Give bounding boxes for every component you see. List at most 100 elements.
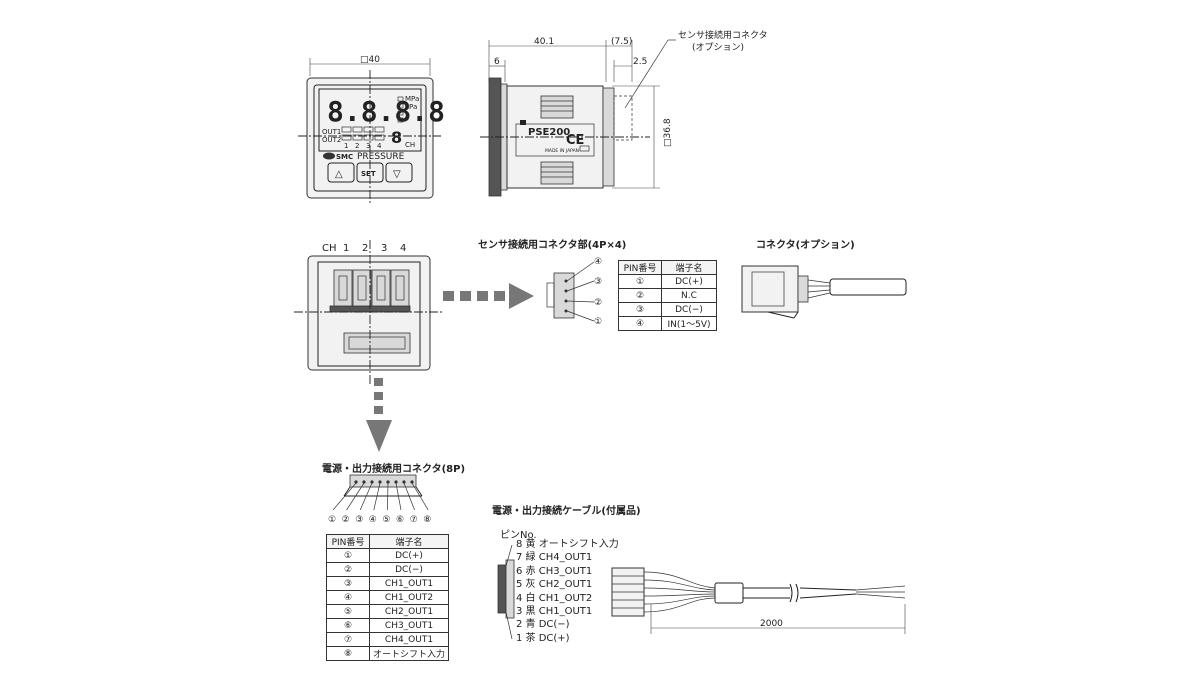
ch-label: CH xyxy=(405,141,415,149)
up-button[interactable] xyxy=(327,162,355,183)
out2-label: OUT2 xyxy=(322,136,341,144)
pin-number-header: PIN番号 xyxy=(326,534,370,549)
sensor-connector-title: センサ接続用コネクタ部(4P×4) xyxy=(478,240,627,251)
main-display-digits: 8.8.8.8 xyxy=(327,95,445,128)
rear-ch-3: 3 xyxy=(381,243,387,254)
terminal-name-cell: CH2_OUT1 xyxy=(368,604,450,619)
ch-number-2: 2 xyxy=(355,142,359,150)
power-pin-dot xyxy=(402,480,406,484)
power-pin-mark: ⑧ xyxy=(423,515,431,525)
wire-item: 1 茶 DC(+) xyxy=(516,632,570,644)
pin-number-cell: ② xyxy=(326,562,370,577)
terminal-name-cell: CH4_OUT1 xyxy=(368,632,450,647)
power-pin-leader xyxy=(373,482,381,511)
power-pin-dot xyxy=(362,480,366,484)
power-pin-leader xyxy=(387,482,389,511)
power-pin-dot xyxy=(394,480,398,484)
down-button-icon: ▽ xyxy=(393,169,401,180)
wire-item: 3 黒 CH1_OUT1 xyxy=(516,606,593,618)
pin-number-cell: ④ xyxy=(326,590,370,605)
terminal-name-cell: DC(+) xyxy=(368,548,450,563)
power-pin-dot xyxy=(386,480,390,484)
dim-connector-label: (7.5) xyxy=(611,37,632,47)
terminal-name-cell: DC(−) xyxy=(368,562,450,577)
power-pin-dot xyxy=(410,480,414,484)
table-header-row: PIN番号 端子名 xyxy=(326,534,450,549)
out1-label: OUT1 xyxy=(322,128,341,136)
pin-number-cell: ⑦ xyxy=(326,632,370,647)
power-pin-leader xyxy=(332,482,357,511)
sensor-pin-mark-3: ③ xyxy=(594,277,602,287)
pin-number-cell: ③ xyxy=(618,302,662,317)
terminal-name-cell: オートシフト入力 xyxy=(368,646,450,661)
ch-display-digit: 8 xyxy=(391,128,402,147)
sensor-connector-drawing: ④ ③ ② ① xyxy=(546,257,602,327)
front-view: □40 8.8.8.8 MPa kPa OUT1 OUT2 1 2 3 4 8 … xyxy=(298,55,445,205)
power-pin-dot xyxy=(354,480,358,484)
power-pin-leader xyxy=(403,482,415,511)
arrow-to-power-connector xyxy=(366,378,392,452)
terminal-name-cell: CH1_OUT2 xyxy=(368,590,450,605)
power-pin-mark: ② xyxy=(342,515,350,525)
rear-ch-1: 1 xyxy=(343,243,349,254)
terminal-name-cell: CH3_OUT1 xyxy=(368,618,450,633)
power-connector-title: 電源・出力接続用コネクタ(8P) xyxy=(322,464,466,475)
rear-ch-header: CH xyxy=(322,243,337,254)
product-label: PRESSURE xyxy=(357,152,405,162)
power-pin-leader xyxy=(346,482,365,511)
wire-item: 5 灰 CH2_OUT1 xyxy=(516,579,593,591)
made-in-label: MADE IN JAPAN xyxy=(545,148,579,154)
pin-number-cell: ① xyxy=(326,548,370,563)
wire-item: 6 赤 CH3_OUT1 xyxy=(516,565,593,577)
wire-item: 4 白 CH1_OUT2 xyxy=(516,592,593,604)
terminal-name-header: 端子名 xyxy=(661,260,717,275)
power-pin-dot xyxy=(370,480,374,484)
cable-length-label: 2000 xyxy=(760,619,783,629)
connector-callout-line1: センサ接続用コネクタ xyxy=(678,29,768,41)
power-pin-mark: ⑦ xyxy=(410,515,418,525)
pin-number-cell: ③ xyxy=(326,576,370,591)
pin-number-cell: ① xyxy=(618,274,662,289)
power-pin-leader xyxy=(395,482,402,511)
pin-number-header: PIN番号 xyxy=(618,260,662,275)
unit-kpa-label: kPa xyxy=(405,103,417,111)
power-pin-mark: ⑤ xyxy=(382,515,390,525)
cable-wire-list: 8 黄 オートシフト入力 7 緑 CH4_OUT1 6 赤 CH3_OUT1 5… xyxy=(516,538,619,645)
option-connector-title: コネクタ(オプション) xyxy=(756,240,855,251)
ch-number-1: 1 xyxy=(344,142,348,150)
model-label: PSE200 xyxy=(528,127,570,138)
front-size-label: □40 xyxy=(360,55,380,65)
table-header-row: PIN番号 端子名 xyxy=(618,260,717,275)
wire-item: 7 緑 CH4_OUT1 xyxy=(516,552,593,564)
terminal-name-cell: N.C xyxy=(661,288,717,303)
set-button-label: SET xyxy=(361,170,376,178)
terminal-name-cell: DC(−) xyxy=(661,302,717,317)
terminal-name-header: 端子名 xyxy=(368,534,450,549)
side-view: 40.1 (7.5) 6 2.5 センサ接続用コネクタ (オプション) PSE2… xyxy=(480,29,768,197)
dim-total-label: 40.1 xyxy=(534,37,554,47)
dim-front-label: 6 xyxy=(494,57,500,67)
cable-title: 電源・出力接続ケーブル(付属品) xyxy=(492,506,641,517)
power-pin-leader xyxy=(411,482,429,511)
unit-mpa-label: MPa xyxy=(405,95,419,103)
sensor-pin-mark-1: ① xyxy=(594,317,602,327)
down-button[interactable] xyxy=(385,162,413,183)
dim-height-label: □36.8 xyxy=(663,118,673,147)
pin-number-cell: ⑤ xyxy=(326,604,370,619)
terminal-name-cell: CH1_OUT1 xyxy=(368,576,450,591)
power-pin-mark: ⑥ xyxy=(396,515,404,525)
pin-number-cell: ② xyxy=(618,288,662,303)
wire-item: 2 青 DC(−) xyxy=(516,619,570,631)
pin-number-cell: ⑧ xyxy=(326,646,370,661)
wire-item: 8 黄 オートシフト入力 xyxy=(516,539,619,550)
arrow-to-sensor-connector xyxy=(443,283,534,309)
